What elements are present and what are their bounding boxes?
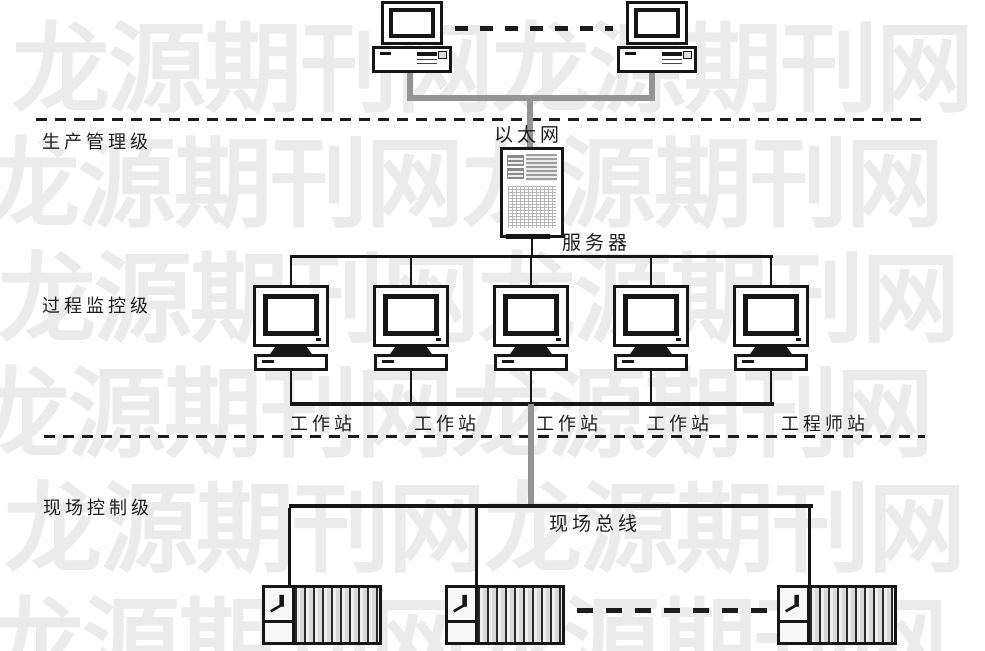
- station-drop-line: [770, 371, 772, 402]
- station-drop-line: [650, 258, 652, 285]
- plc-drop-line: [288, 508, 291, 585]
- workstation-icon: [253, 285, 329, 371]
- watermark-text: 龙源期刊网龙源期刊网: [0, 129, 944, 239]
- plc-drop-line: [808, 508, 811, 585]
- management-level-label: 生产管理级: [42, 132, 152, 152]
- pc-to-pc-dashed-link: [455, 26, 613, 31]
- workstation-label: 工作站: [647, 414, 713, 434]
- plc-cpu-module: [780, 588, 810, 642]
- monitor-icon: [626, 1, 688, 45]
- workstation-icon: [613, 285, 689, 371]
- watermark-text: 龙源期刊网龙源期刊网: [12, 14, 974, 124]
- plc-controller-icon: [777, 585, 897, 645]
- plc-io-modules: [295, 588, 379, 642]
- supervision-top-bus: [290, 255, 773, 258]
- server-base: [506, 234, 550, 239]
- watermark-text: 龙源期刊网龙源期刊网: [4, 474, 966, 584]
- plc-drop-line: [475, 508, 478, 585]
- ethernet-cable: [407, 71, 413, 98]
- workstation-label: 工作站: [290, 414, 356, 434]
- plc-cpu-module: [448, 588, 478, 642]
- plc-io-modules: [810, 588, 894, 642]
- server-connector-line: [531, 237, 533, 256]
- ethernet-cable: [649, 71, 655, 98]
- server-drive-bay: [507, 155, 524, 166]
- monitor-icon: [493, 285, 569, 347]
- management-computer-icon: [617, 1, 697, 73]
- watermark-text: 龙源期刊网龙源期刊网: [0, 359, 934, 469]
- station-drop-line: [530, 258, 532, 285]
- plc-switch-icon: [452, 594, 467, 613]
- monitor-icon: [733, 285, 809, 347]
- workstation-icon: [373, 285, 449, 371]
- management-computer-icon: [372, 1, 452, 73]
- station-drop-line: [290, 371, 292, 402]
- monitor-icon: [253, 285, 329, 347]
- server-vent: [526, 154, 557, 181]
- server-drive-bay: [507, 168, 524, 179]
- field-level-separator-line: [44, 435, 925, 438]
- ethernet-drop-cable: [527, 95, 533, 148]
- station-drop-line: [770, 258, 772, 285]
- management-level-separator-line: [36, 118, 923, 121]
- fieldbus-label: 现场总线: [549, 514, 642, 535]
- fieldbus-trunk-cable: [528, 404, 534, 506]
- computer-case-icon: [617, 46, 697, 73]
- plc-to-plc-dashed-link: [577, 608, 770, 613]
- workstation-label: 工作站: [536, 414, 602, 434]
- workstation-label: 工作站: [414, 414, 480, 434]
- fieldbus-line: [289, 504, 813, 508]
- ethernet-label: 以太网: [494, 125, 564, 146]
- server-label: 服务器: [562, 233, 632, 254]
- station-drop-line: [530, 371, 532, 402]
- engineer-station-label: 工程师站: [781, 414, 869, 434]
- plc-controller-icon: [445, 585, 565, 645]
- station-drop-line: [410, 371, 412, 402]
- plc-cpu-module: [265, 588, 295, 642]
- supervision-level-label: 过程监控级: [42, 296, 152, 316]
- plc-switch-icon: [784, 594, 799, 613]
- station-drop-line: [410, 258, 412, 285]
- station-drop-line: [650, 371, 652, 402]
- monitor-icon: [373, 285, 449, 347]
- workstation-icon: [493, 285, 569, 371]
- computer-case-icon: [372, 46, 452, 73]
- plc-controller-icon: [262, 585, 382, 645]
- monitor-icon: [381, 1, 443, 45]
- plc-io-modules: [478, 588, 562, 642]
- station-drop-line: [290, 258, 292, 285]
- server-grill: [508, 186, 556, 228]
- monitor-icon: [613, 285, 689, 347]
- server-icon: [500, 147, 564, 239]
- engineer-station-icon: [733, 285, 809, 371]
- field-level-label: 现场控制级: [43, 498, 153, 518]
- plc-switch-icon: [269, 594, 284, 613]
